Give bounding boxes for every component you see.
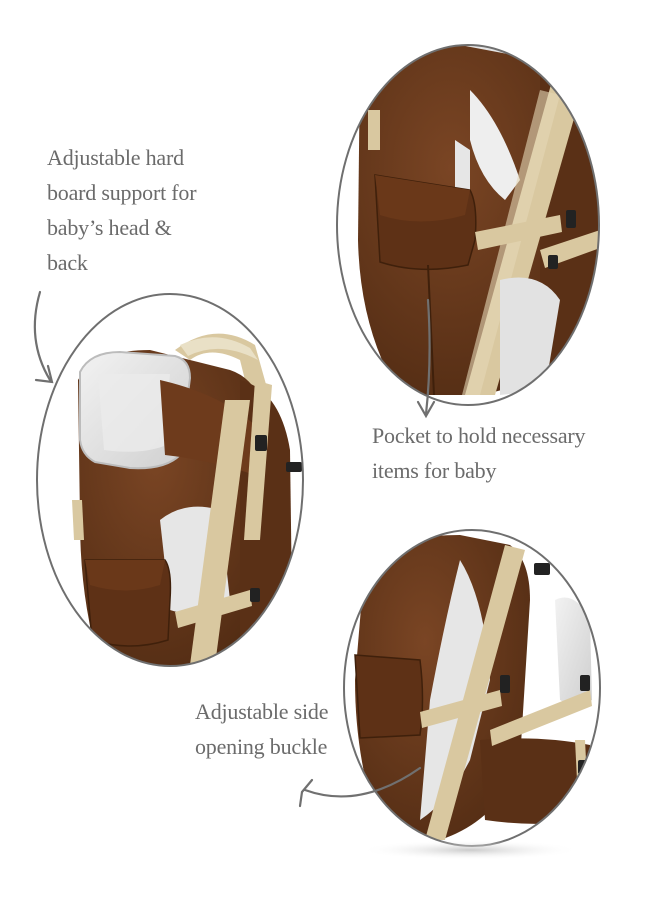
pocket-lens — [336, 44, 600, 406]
caption-line: Adjustable side — [195, 699, 329, 724]
side-buckle-caption: Adjustable side opening buckle — [195, 694, 328, 764]
curved-arrow-icon — [298, 766, 422, 808]
side-buckle-lens — [343, 529, 601, 860]
head-support-caption: Adjustable hard board support for baby’s… — [47, 140, 197, 280]
curved-arrow-icon — [33, 290, 54, 384]
caption-line: baby’s head & — [47, 215, 172, 240]
caption-line: items for baby — [372, 458, 497, 483]
caption-line: Pocket to hold necessary — [372, 423, 586, 448]
curved-arrow-icon — [416, 298, 436, 419]
caption-line: opening buckle — [195, 734, 328, 759]
caption-line: back — [47, 250, 88, 275]
head-support-lens — [36, 293, 304, 667]
caption-line: Adjustable hard — [47, 145, 184, 170]
pocket-caption: Pocket to hold necessary items for baby — [372, 418, 586, 488]
caption-line: board support for — [47, 180, 197, 205]
